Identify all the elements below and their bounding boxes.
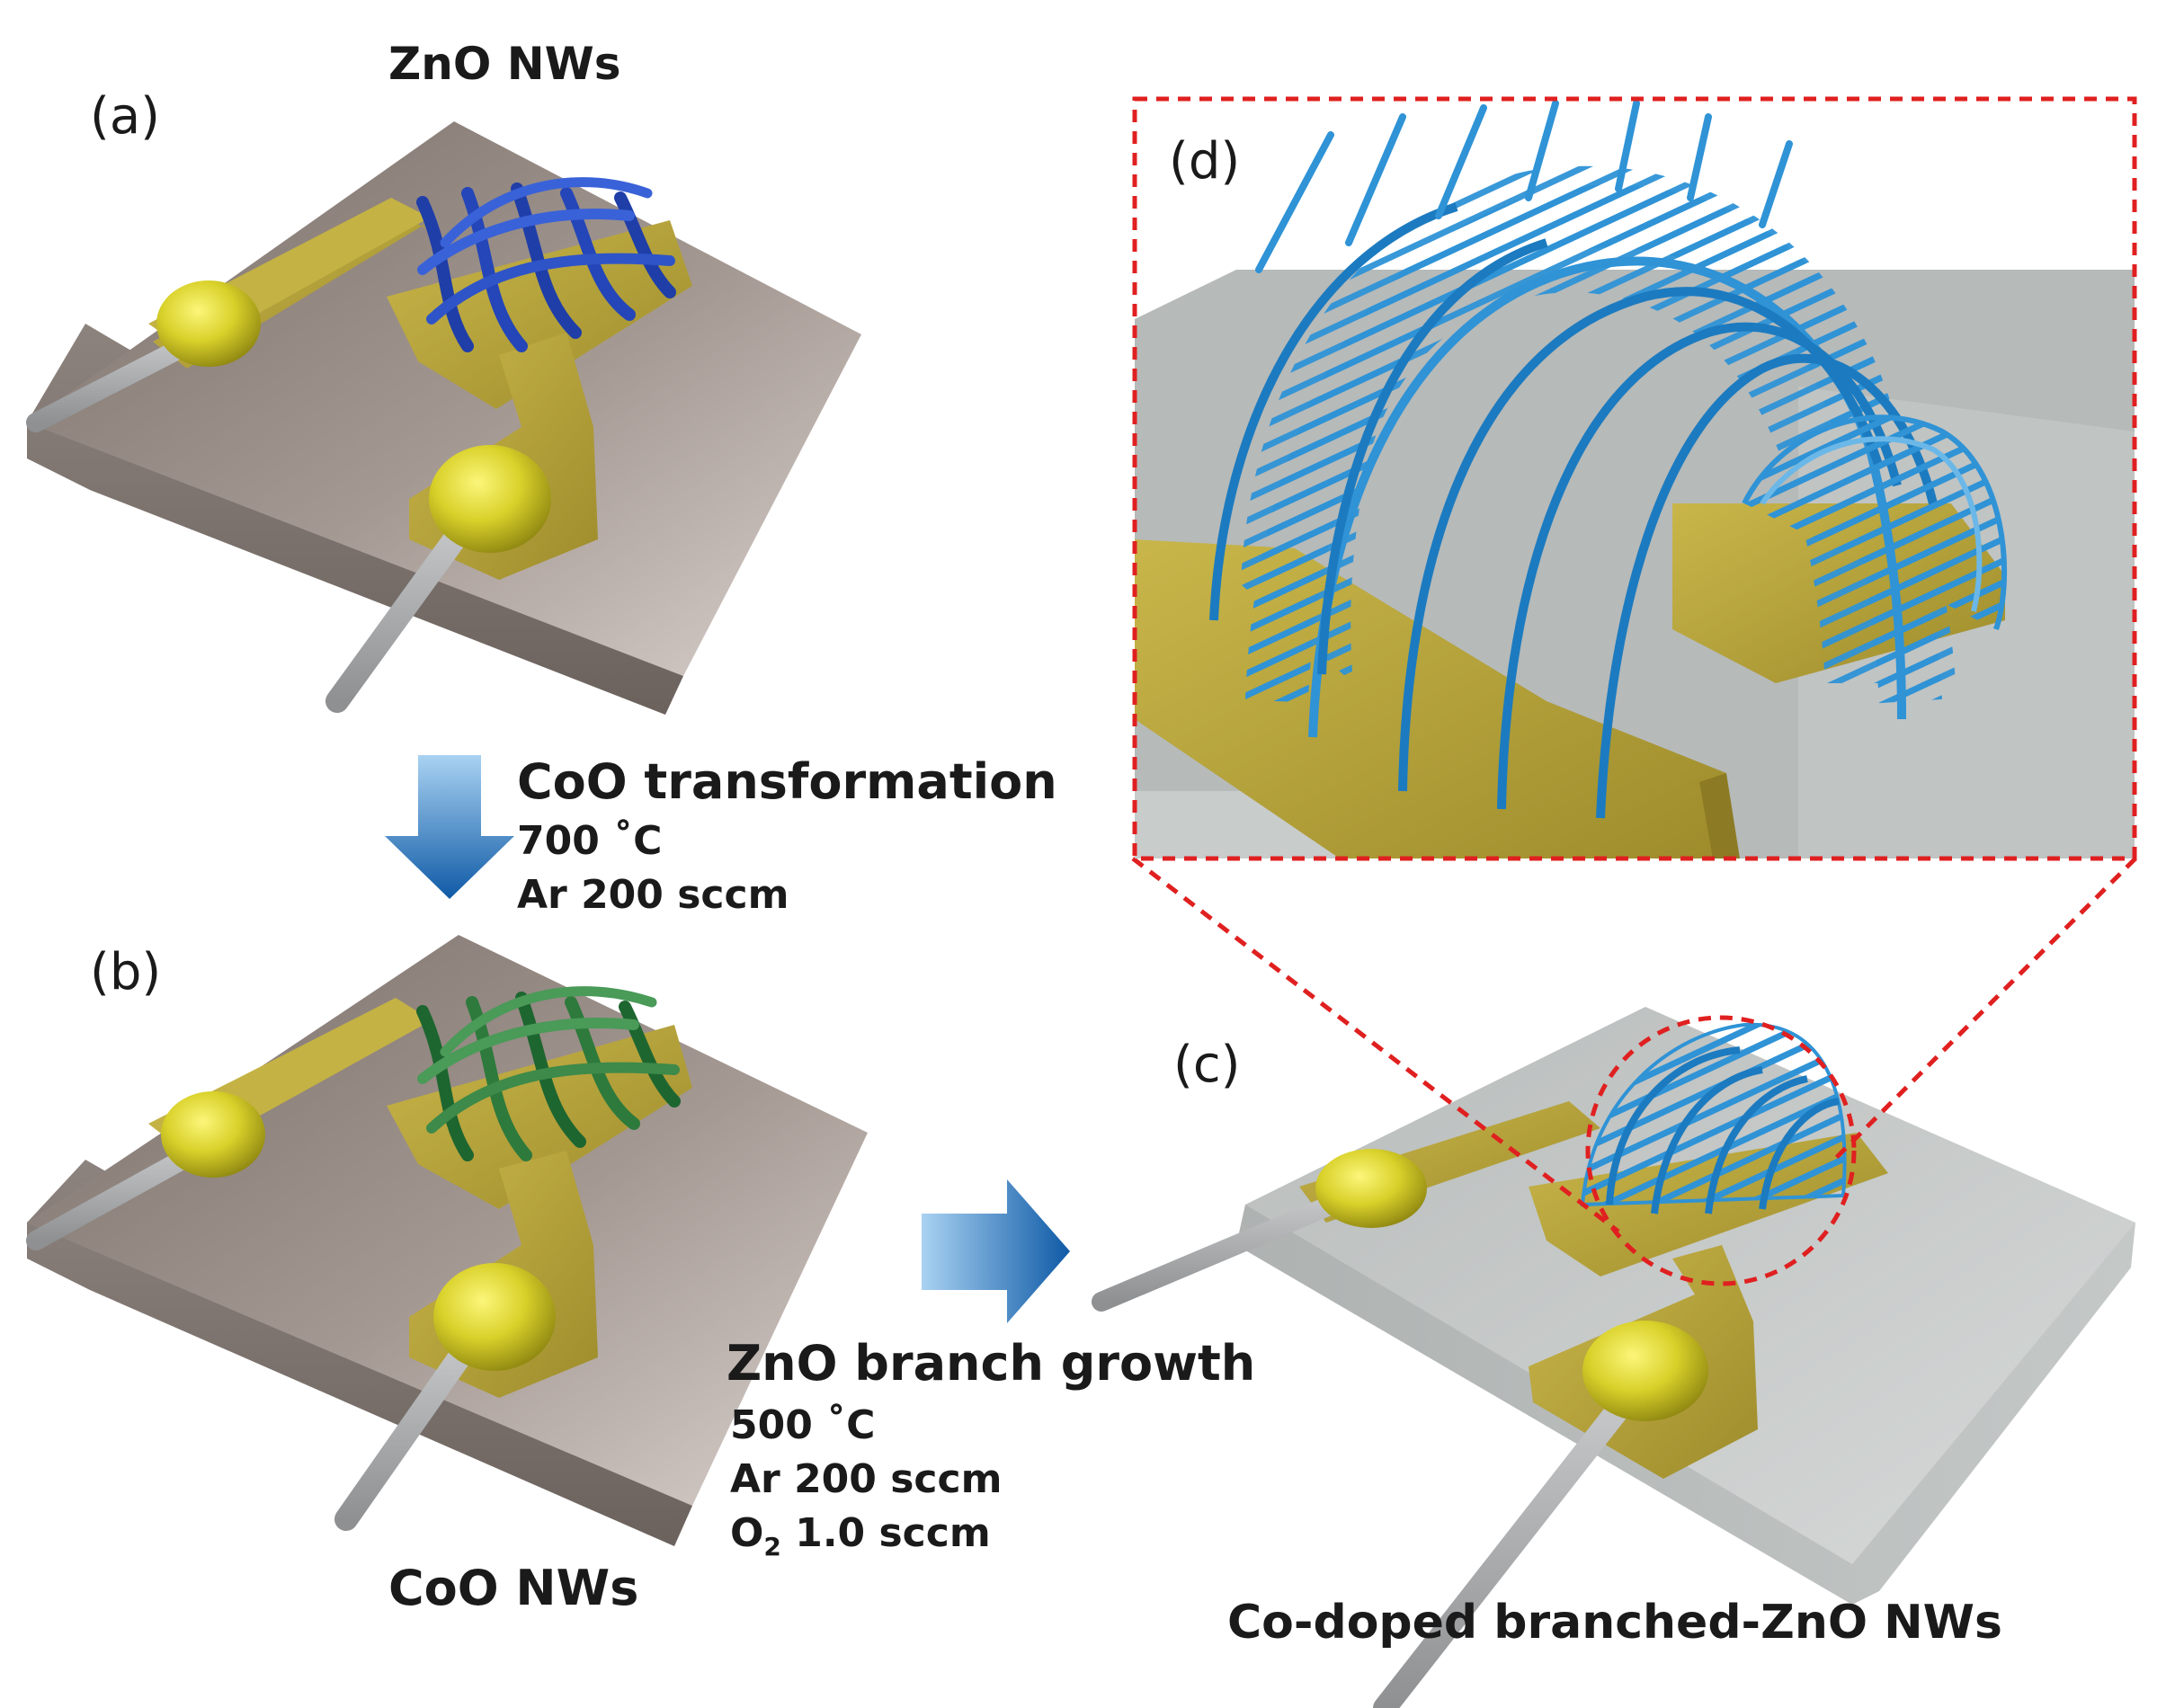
panel-c: (c) Co-doped branched-ZnO NWs bbox=[1092, 1007, 2135, 1708]
solder-b-left bbox=[161, 1091, 265, 1178]
solder-a-left bbox=[156, 280, 261, 367]
device-c bbox=[1092, 1007, 2135, 1708]
step2-gas2-sub: 2 bbox=[763, 1532, 780, 1561]
step2-gas1: Ar 200 sccm bbox=[730, 1456, 1002, 1502]
step2-temp: 500 ˚C bbox=[730, 1402, 875, 1448]
panel-c-label: (c) bbox=[1173, 1036, 1240, 1094]
solder-a-bottom bbox=[429, 445, 551, 553]
zoom-line-left bbox=[1131, 857, 1620, 1233]
zoom-box bbox=[1132, 96, 2137, 861]
branched-nanowires-d bbox=[1209, 100, 2008, 819]
panel-d-label: (d) bbox=[1169, 132, 1240, 191]
panel-b-title: CoO NWs bbox=[388, 1560, 638, 1616]
step1-gas: Ar 200 sccm bbox=[517, 872, 789, 918]
step2-title: ZnO branch growth bbox=[726, 1335, 1255, 1392]
step1-title: CoO transformation bbox=[517, 753, 1057, 810]
electrode-d-side bbox=[1699, 773, 1740, 858]
panel-c-title: Co-doped branched-ZnO NWs bbox=[1227, 1596, 2002, 1650]
step2-gas2-prefix: O bbox=[730, 1510, 763, 1556]
panel-b: (b) CoO NWs bbox=[26, 935, 868, 1616]
device-b bbox=[26, 935, 868, 1546]
step2: ZnO branch growth 500 ˚C Ar 200 sccm O2 … bbox=[726, 1179, 1255, 1561]
device-a bbox=[26, 121, 861, 715]
electrode-a-pad bbox=[387, 220, 692, 409]
step1: CoO transformation 700 ˚C Ar 200 sccm bbox=[385, 753, 1057, 918]
arrow-down-icon bbox=[385, 755, 514, 899]
nanowires-b bbox=[416, 986, 681, 1161]
panel-a: (a) ZnO NWs bbox=[26, 38, 861, 715]
nanowires-a bbox=[416, 177, 676, 352]
arrow-right-icon bbox=[922, 1179, 1070, 1323]
panel-a-label: (a) bbox=[90, 87, 160, 146]
panel-b-label: (b) bbox=[90, 943, 161, 1001]
zoom-line-right bbox=[1832, 857, 2137, 1161]
panel-d: (d) bbox=[1132, 96, 2137, 861]
wire-c-bottom bbox=[1373, 1386, 1639, 1708]
solder-b-bottom bbox=[433, 1263, 556, 1371]
branched-nanowires-c bbox=[1580, 1022, 1847, 1214]
step1-temp: 700 ˚C bbox=[517, 818, 662, 864]
solder-c-bottom bbox=[1582, 1321, 1708, 1421]
wire-b-bottom bbox=[334, 1328, 484, 1531]
panel-a-title: ZnO NWs bbox=[388, 38, 621, 90]
step2-gas2-rest: 1.0 sccm bbox=[781, 1510, 991, 1556]
wire-a-bottom bbox=[325, 510, 479, 713]
step2-gas2: O2 1.0 sccm bbox=[730, 1510, 991, 1561]
wire-c-left bbox=[1092, 1186, 1363, 1312]
solder-c-left bbox=[1315, 1149, 1427, 1228]
zoom-circle bbox=[1585, 1015, 1857, 1286]
